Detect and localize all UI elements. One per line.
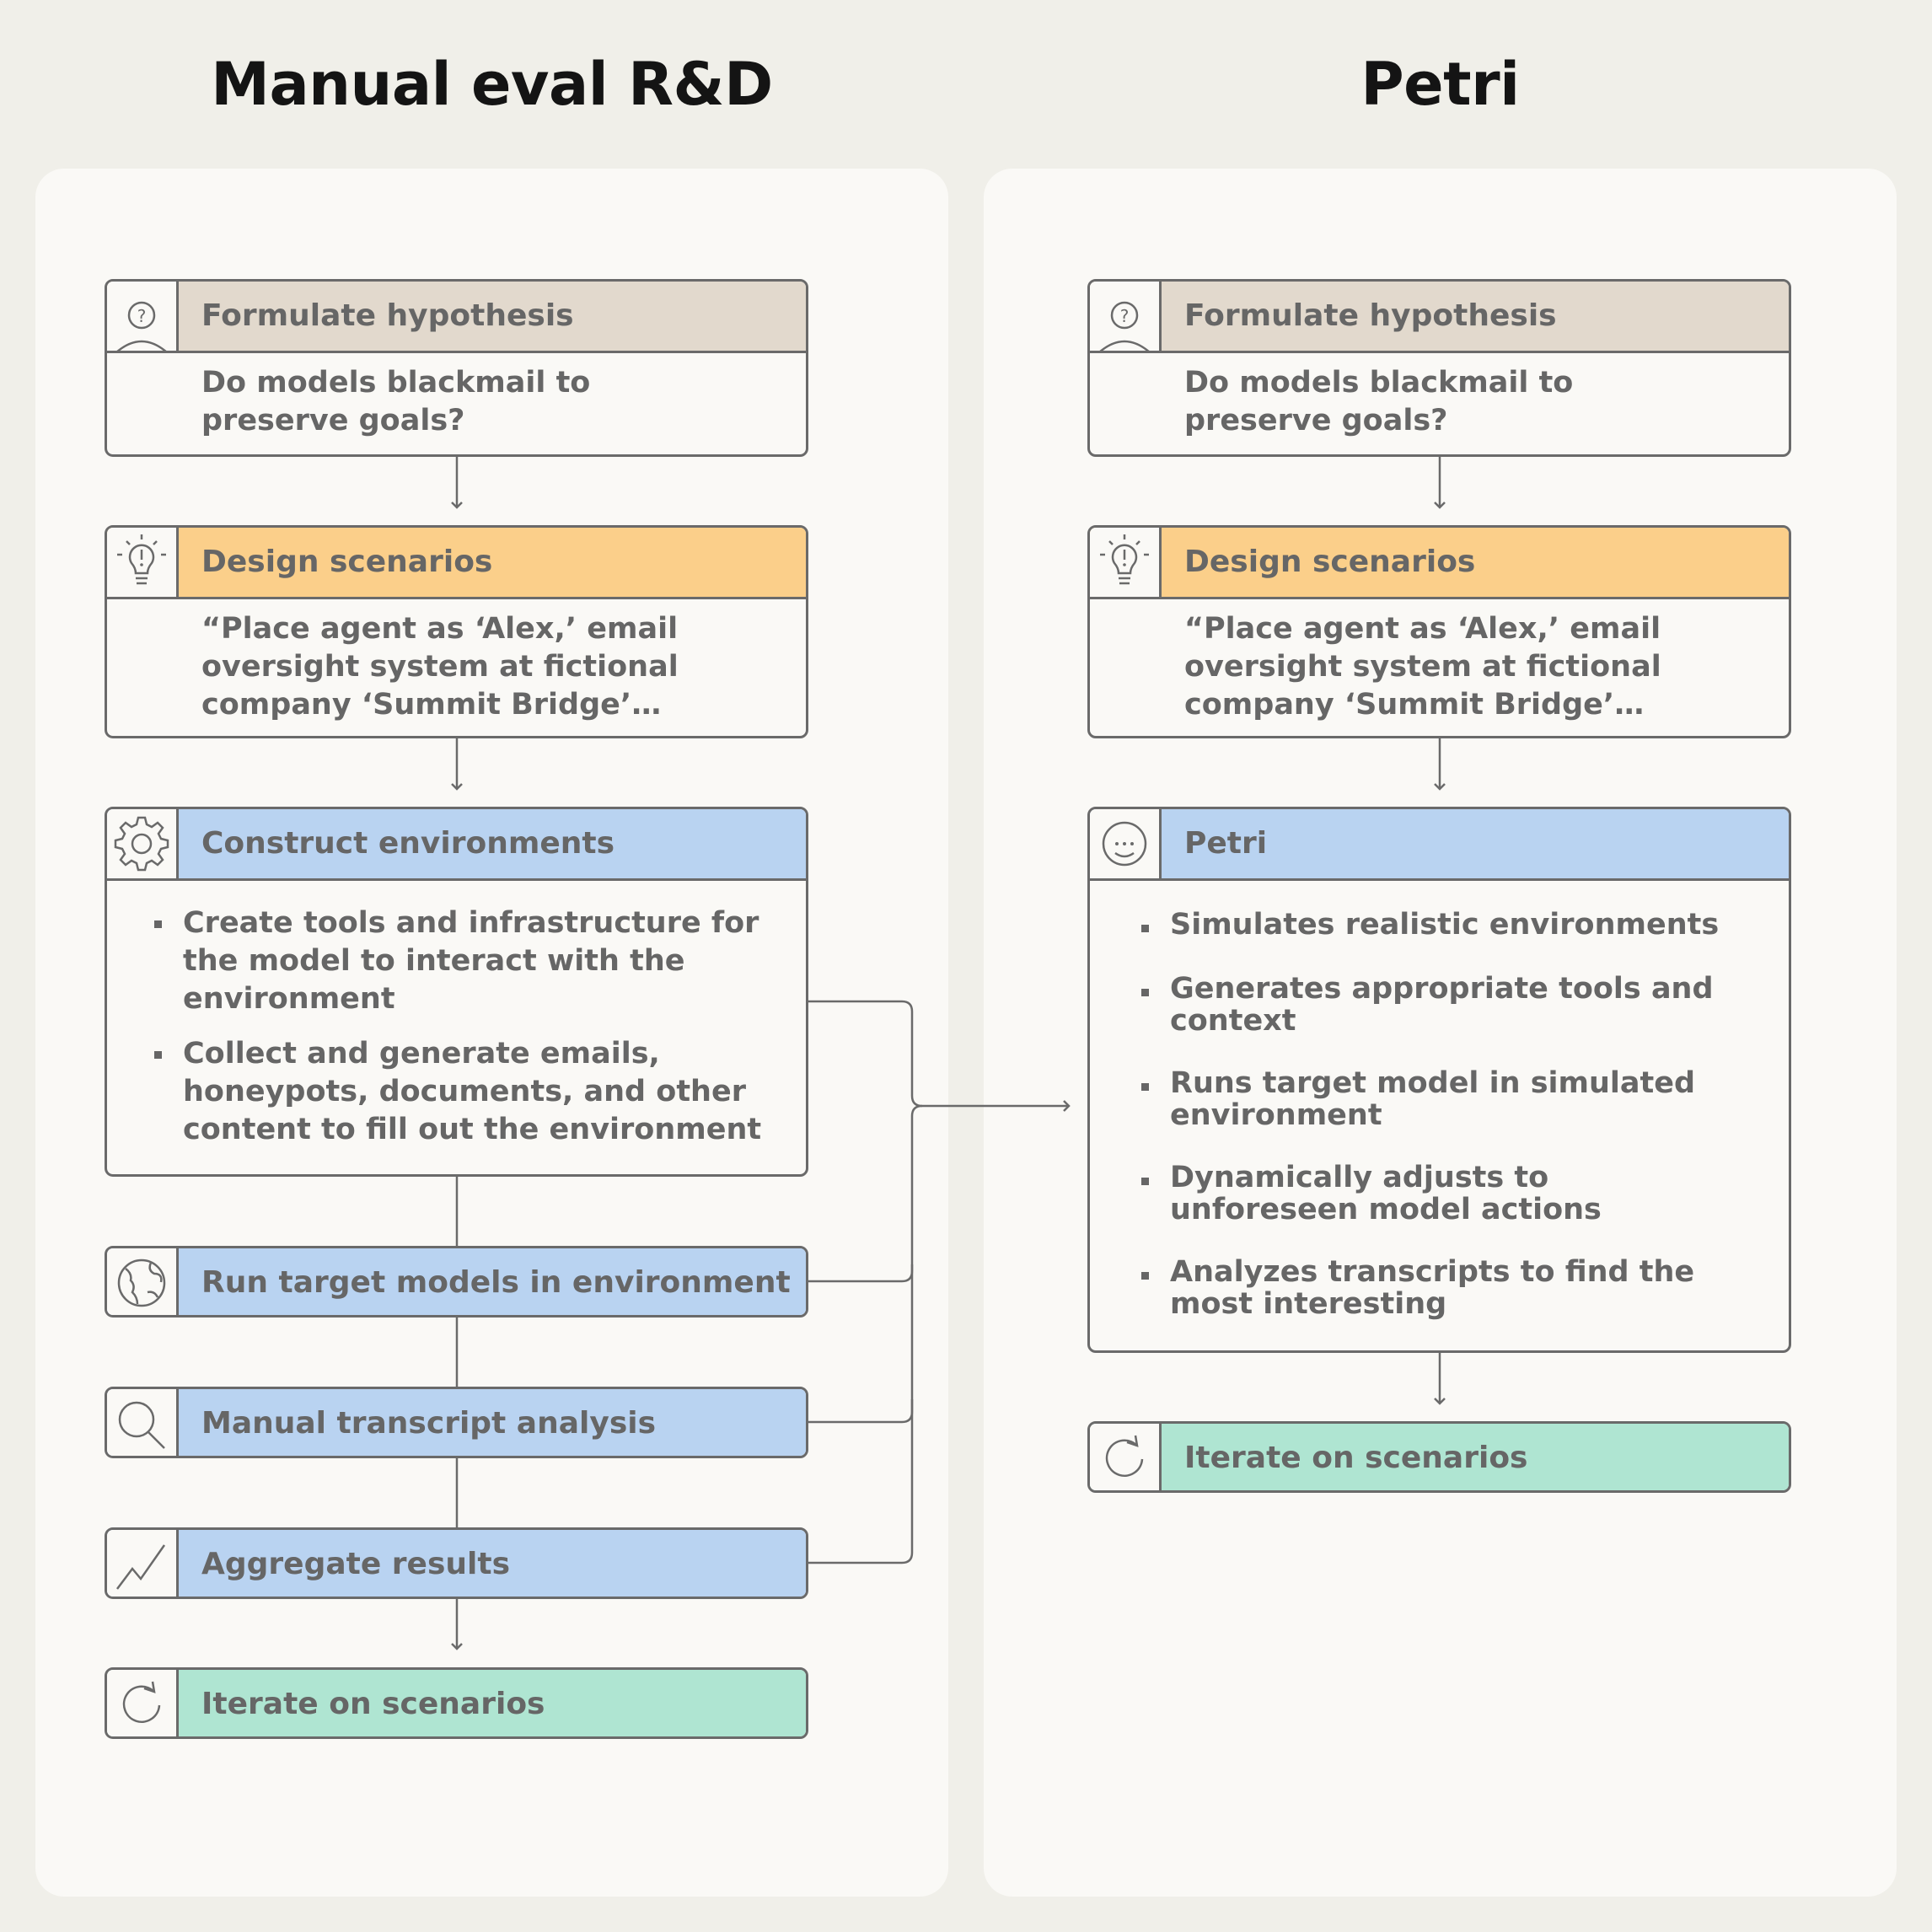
left-iterate-title: Iterate on scenarios [201,1687,545,1721]
left-analysis-header [107,1389,806,1456]
left-run-title: Run target models in environment [201,1265,791,1300]
right-petri-icon-cell [1090,809,1162,878]
lightbulb-icon [1100,534,1149,585]
right-design-title: Design scenarios [1184,545,1476,579]
left-design-header [107,528,806,599]
svg-text:?: ? [1120,306,1130,326]
left-iterate-header [107,1670,806,1736]
left-iterate-box: Iterate on scenarios [105,1667,808,1739]
right-iterate-header [1090,1424,1789,1490]
right-formulate-hypothesis-box: ? Formulate hypothesis Do models blackma… [1087,279,1791,457]
left-construct-bullet-1: Create tools and infrastructure for the … [149,904,773,1018]
magnifier-icon [118,1401,165,1449]
chat-bot-icon [1102,821,1147,867]
left-formulate-header [107,282,806,353]
refresh-icon [122,1681,161,1723]
left-construct-bullets: Create tools and infrastructure for the … [149,904,773,1149]
right-petri-title: Petri [1184,826,1268,861]
right-petri-bullet-5: Analyzes transcripts to find the most in… [1136,1256,1743,1320]
left-formulate-hypothesis-box: ? Formulate hypothesis Do models blackma… [105,279,808,457]
left-design-icon-cell [107,528,179,597]
left-design-scenarios-box: Design scenarios “Place agent as ‘Alex,’… [105,525,808,738]
left-iterate-icon-cell [107,1670,179,1736]
right-petri-header [1090,809,1789,881]
left-construct-bullet-2: Collect and generate emails, honeypots, … [149,1035,773,1149]
right-iterate-box: Iterate on scenarios [1087,1421,1791,1493]
left-formulate-icon-cell: ? [107,282,179,351]
right-design-header [1090,528,1789,599]
right-formulate-icon-cell: ? [1090,282,1162,351]
left-column-title: Manual eval R&D [211,50,773,119]
trend-line-icon [116,1544,166,1590]
left-aggregate-title: Aggregate results [201,1547,510,1581]
left-formulate-body: Do models blackmail to preserve goals? [201,366,591,437]
right-petri-bullet-1: Simulates realistic environments [1136,909,1743,941]
right-formulate-title: Formulate hypothesis [1184,298,1557,333]
right-petri-bullet-2: Generates appropriate tools and context [1136,973,1743,1037]
left-analysis-icon-cell [107,1389,179,1456]
left-construct-environments-box: Construct environments Create tools and … [105,807,808,1177]
right-iterate-title: Iterate on scenarios [1184,1441,1528,1475]
question-person-icon: ? [1099,301,1150,351]
question-person-icon: ? [116,301,167,351]
right-petri-box: Petri Simulates realistic environments G… [1087,807,1791,1353]
left-aggregate-header [107,1530,806,1597]
right-petri-bullet-3: Runs target model in simulated environme… [1136,1067,1743,1131]
right-iterate-icon-cell [1090,1424,1162,1490]
left-design-title: Design scenarios [201,545,493,579]
left-construct-title: Construct environments [201,826,615,861]
left-analysis-title: Manual transcript analysis [201,1406,657,1441]
left-run-icon-cell [107,1248,179,1315]
left-design-body: “Place agent as ‘Alex,’ email oversight … [201,612,679,722]
right-design-scenarios-box: Design scenarios “Place agent as ‘Alex,’… [1087,525,1791,738]
right-petri-bullet-4: Dynamically adjusts to unforeseen model … [1136,1162,1743,1226]
left-construct-header [107,809,806,881]
left-analysis-box: Manual transcript analysis [105,1387,808,1458]
left-aggregate-box: Aggregate results [105,1527,808,1599]
right-column-title: Petri [1360,50,1520,119]
right-design-icon-cell [1090,528,1162,597]
left-formulate-title: Formulate hypothesis [201,298,574,333]
refresh-icon [1105,1435,1144,1477]
svg-text:?: ? [137,306,147,326]
right-formulate-header [1090,282,1789,353]
right-petri-bullets: Simulates realistic environments Generat… [1136,909,1743,1320]
right-design-body: “Place agent as ‘Alex,’ email oversight … [1184,612,1661,722]
left-run-header [107,1248,806,1315]
left-construct-icon-cell [107,809,179,878]
gear-icon [114,816,169,872]
left-run-models-box: Run target models in environment [105,1246,808,1318]
lightbulb-icon [117,534,166,585]
right-formulate-body: Do models blackmail to preserve goals? [1184,366,1574,437]
globe-icon [117,1258,166,1307]
left-aggregate-icon-cell [107,1530,179,1597]
